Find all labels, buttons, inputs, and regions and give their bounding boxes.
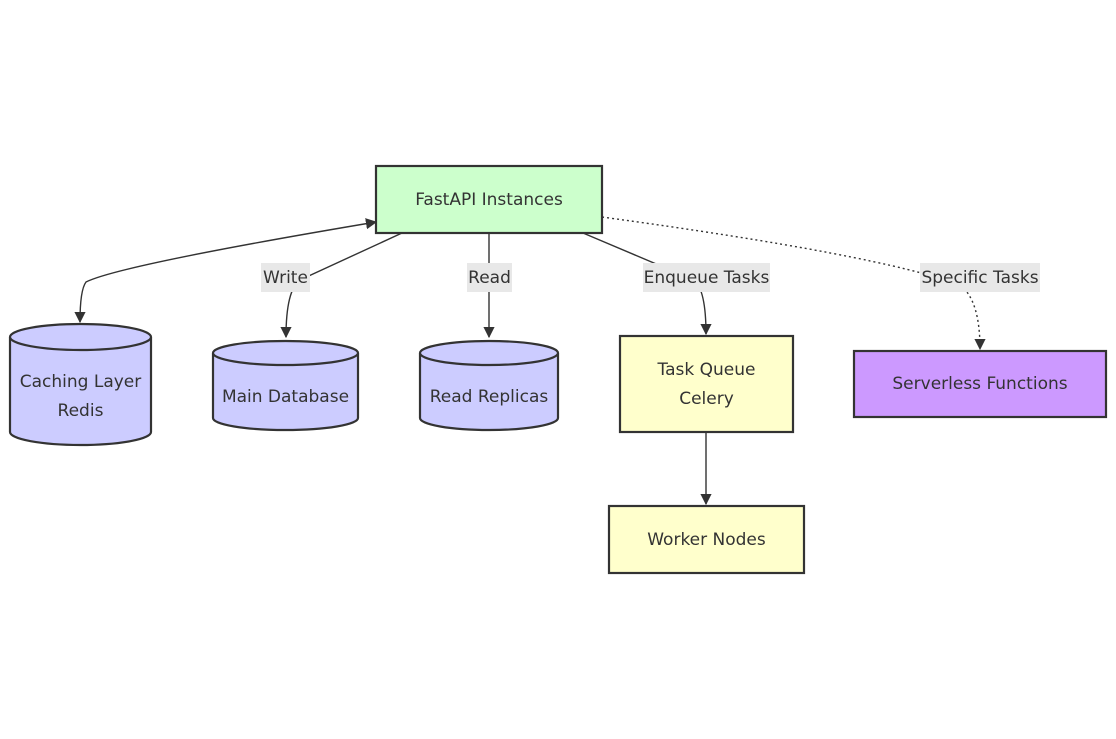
node-read-replicas-label: Read Replicas [430,387,549,407]
node-serverless-label: Serverless Functions [892,374,1067,394]
node-worker-nodes: Worker Nodes [607,504,806,575]
node-fastapi-instances: FastAPI Instances [374,164,604,235]
edge-label-specific-text: Specific Tasks [921,268,1038,288]
node-task-queue-line2: Celery [679,389,734,409]
edge-specific-tasks [601,216,986,351]
node-caching-layer-line2: Redis [58,401,104,421]
node-worker-nodes-label: Worker Nodes [647,530,766,550]
edge-label-enqueue: Enqueue Tasks [643,263,770,292]
node-task-queue-line1: Task Queue [657,360,756,380]
node-read-replicas: Read Replicas [418,339,560,432]
node-main-database-label: Main Database [222,387,349,407]
node-task-queue: Task Queue Celery [618,334,795,434]
node-caching-layer-line1: Caching Layer [20,372,142,392]
edge-label-read-text: Read [468,268,511,288]
edge-label-write: Write [261,263,310,292]
edge-label-write-text: Write [263,268,308,288]
node-fastapi-label: FastAPI Instances [415,190,563,210]
node-serverless-functions: Serverless Functions [852,349,1108,419]
edge-label-specific: Specific Tasks [920,263,1040,292]
edge-cache-fastapi [74,218,378,324]
node-caching-layer: Caching Layer Redis [8,322,153,447]
edge-label-read: Read [467,263,512,292]
edge-label-enqueue-text: Enqueue Tasks [644,268,770,288]
node-main-database: Main Database [211,339,360,432]
